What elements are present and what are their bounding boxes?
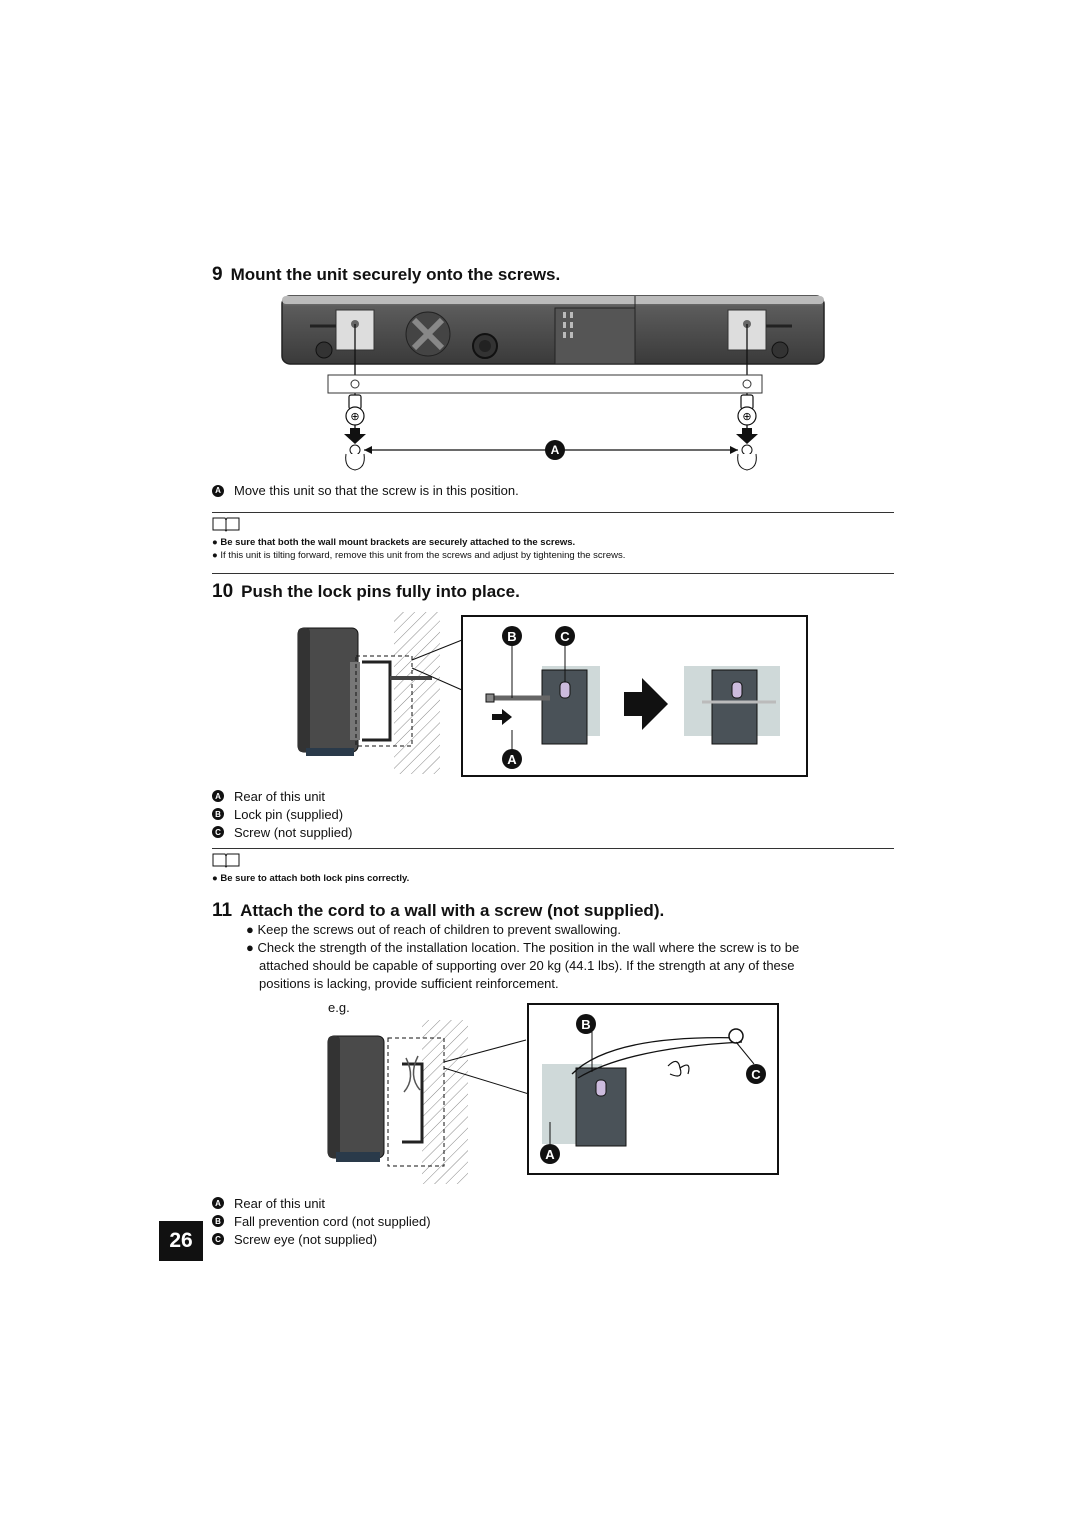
note-1-end-divider: [212, 573, 894, 574]
step-11-bullet-2-line-3: positions is lacking, provide sufficient…: [259, 976, 559, 991]
caption-text: Move this unit so that the screw is in t…: [234, 483, 519, 498]
bullet-icon: ●: [212, 550, 218, 561]
caption-text: Fall prevention cord (not supplied): [234, 1213, 431, 1229]
screw-eye: [728, 1028, 744, 1044]
label-b: B: [581, 1017, 590, 1032]
step-11-bullet-2-line-2: attached should be capable of supporting…: [259, 958, 795, 973]
label-a-badge: [540, 1144, 560, 1164]
wall-hatch: [422, 1020, 468, 1184]
caption-badge: B: [212, 808, 224, 820]
bullet-icon: ●: [246, 922, 254, 937]
svg-text:⊕: ⊕: [742, 411, 751, 423]
caption-row-b: B Fall prevention cord (not supplied): [212, 1212, 431, 1230]
label-a-badge: [502, 749, 522, 769]
caption-text: Screw eye (not supplied): [234, 1231, 378, 1247]
note-1-divider: [212, 512, 894, 513]
caption-text: Lock pin (supplied): [234, 806, 344, 822]
step-9-heading: 9 Mount the unit securely onto the screws…: [212, 264, 560, 286]
rear-panel: [554, 307, 636, 365]
wall-hatch: [394, 612, 440, 774]
step-11-heading: 11 Attach the cord to a wall with a screw…: [212, 900, 664, 922]
step-10-title: Push the lock pins fully into place.: [241, 582, 520, 601]
bracket-detail-after: [711, 669, 758, 745]
step-9-caption: A Move this unit so that the screw is in…: [212, 483, 519, 498]
callout-a-label: A: [551, 443, 560, 457]
eg-label: e.g.: [328, 1000, 350, 1015]
step-10-illustration: B C A: [297, 612, 808, 777]
caption-badge: A: [212, 790, 224, 802]
step-11-captions: A Rear of this unit B Fall prevention co…: [212, 1194, 431, 1248]
caption-row-a: A Rear of this unit: [212, 1194, 431, 1212]
caption-row-c: C Screw eye (not supplied): [212, 1230, 431, 1248]
caption-text: Screw (not supplied): [234, 824, 353, 840]
caption-badge: C: [212, 826, 224, 838]
caption-row-c: C Screw (not supplied): [212, 823, 353, 841]
label-c-badge: [746, 1064, 766, 1084]
down-arrow-right: [736, 428, 758, 444]
note-1-bullet-2: ● If this unit is tilting forward, remov…: [212, 550, 626, 561]
caption-badge: C: [212, 1233, 224, 1245]
caption-text: Rear of this unit: [234, 788, 326, 804]
callout-a-badge: [545, 440, 565, 460]
step-11-number: 11: [212, 900, 233, 921]
page-number: 26: [159, 1221, 203, 1261]
label-c: C: [560, 629, 570, 644]
vent-grille: [405, 311, 451, 357]
label-b: B: [507, 629, 516, 644]
label-a: A: [507, 752, 517, 767]
note-2-bullet-1: ● Be sure to attach both lock pins corre…: [212, 873, 410, 884]
step-11-bullet-1: ● Keep the screws out of reach of childr…: [246, 922, 621, 937]
caption-badge: A: [212, 484, 224, 497]
bullet-icon: ●: [212, 537, 218, 548]
big-right-arrow-icon: [624, 678, 668, 730]
wall-strip: [327, 374, 763, 394]
note-2-divider: [212, 848, 894, 849]
step-11-bullet-2: ● Check the strength of the installation…: [246, 940, 800, 955]
step-9-title: Mount the unit securely onto the screws.: [230, 265, 561, 284]
label-c: C: [751, 1067, 761, 1082]
book-icon: [212, 853, 240, 868]
label-b-badge: [576, 1014, 596, 1034]
book-icon: [212, 517, 240, 532]
label-c-badge: [555, 626, 575, 646]
down-arrow-left: [344, 428, 366, 444]
note-1-bullet-1: ● Be sure that both the wall mount brack…: [212, 537, 576, 548]
step-9-illustration: ⊕ ⊕ A: [281, 295, 825, 471]
fall-prevention-cord: [571, 1037, 743, 1079]
step-10-number: 10: [212, 581, 234, 602]
step-11-illustration: B C A: [327, 1003, 779, 1184]
bullet-icon: ●: [212, 873, 218, 884]
caption-badge: B: [212, 1215, 224, 1227]
step-9-number: 9: [212, 264, 223, 285]
step-10-heading: 10 Push the lock pins fully into place.: [212, 581, 520, 603]
caption-row-b: B Lock pin (supplied): [212, 805, 353, 823]
step-10-captions: A Rear of this unit B Lock pin (supplied…: [212, 787, 353, 841]
step-11-title: Attach the cord to a wall with a screw (…: [240, 901, 665, 920]
caption-text: Rear of this unit: [234, 1195, 326, 1211]
label-a: A: [545, 1147, 555, 1162]
step-11-bullets: ● Keep the screws out of reach of childr…: [246, 921, 886, 993]
bullet-icon: ●: [246, 940, 254, 955]
caption-badge: A: [212, 1197, 224, 1209]
push-arrow-icon: [492, 709, 512, 725]
caption-row-a: A Rear of this unit: [212, 787, 353, 805]
svg-text:⊕: ⊕: [350, 411, 359, 423]
label-b-badge: [502, 626, 522, 646]
